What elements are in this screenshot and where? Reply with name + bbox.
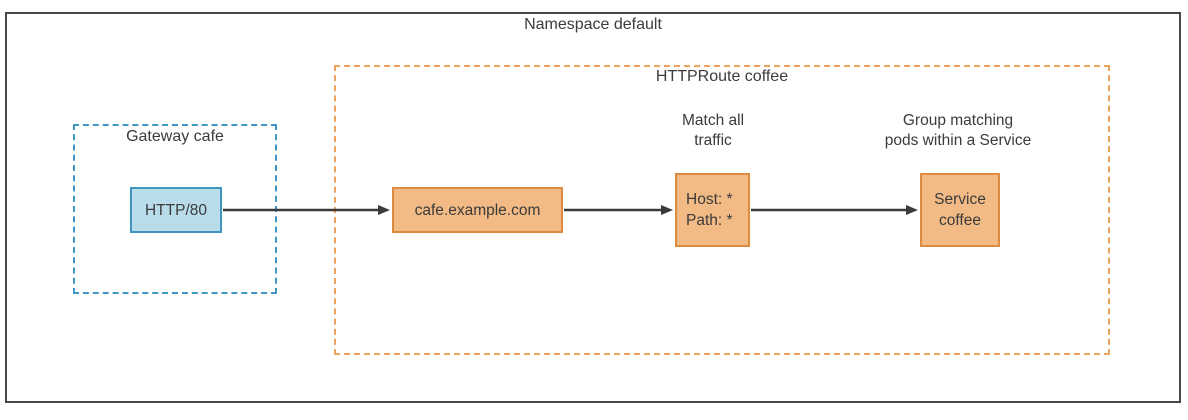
node-listener-http80: HTTP/80 bbox=[130, 187, 222, 233]
namespace-boundary bbox=[5, 12, 1181, 403]
node-service-coffee: Service coffee bbox=[920, 173, 1000, 247]
namespace-label: Namespace default bbox=[524, 16, 662, 33]
node-hostname-cafe-example-com: cafe.example.com bbox=[392, 187, 563, 233]
match-caption: Match all traffic bbox=[681, 112, 745, 149]
node-match-rule: Host: * Path: * bbox=[675, 173, 750, 247]
httproute-label: HTTPRoute coffee bbox=[655, 68, 789, 85]
service-caption: Group matching pods within a Service bbox=[884, 112, 1032, 149]
gateway-label: Gateway cafe bbox=[126, 128, 224, 145]
